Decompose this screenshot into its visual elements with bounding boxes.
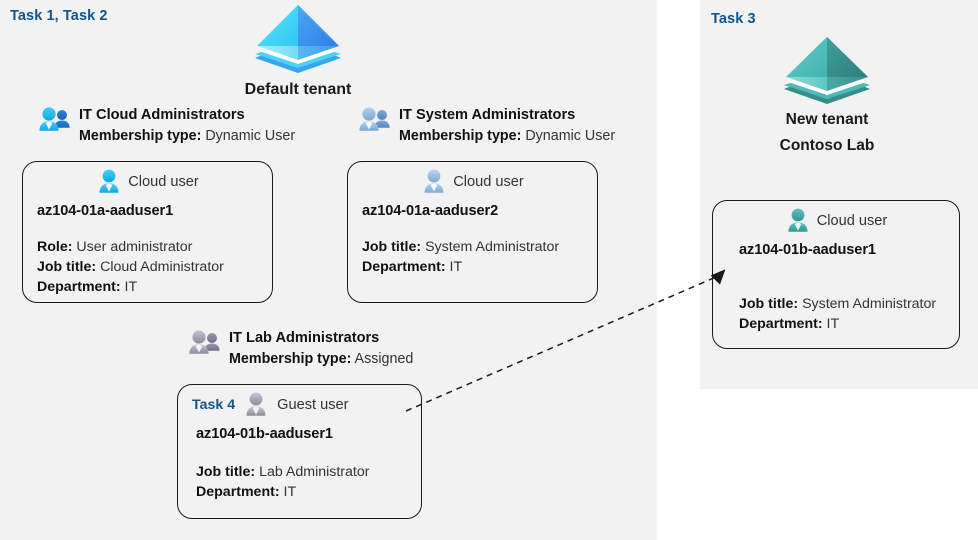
property-value: Lab Administrator xyxy=(259,464,370,480)
task-label-1-2: Task 1, Task 2 xyxy=(10,8,108,24)
card-property-row: Job title: System Administrator xyxy=(362,237,597,257)
new-tenant-name-line2: Contoso Lab xyxy=(779,137,875,155)
users-group-icon xyxy=(188,329,222,359)
card-property-row: Job title: Lab Administrator xyxy=(196,462,421,482)
user-card-az104-01b-aaduser1-guest: Task 4 Guest user az104-01b-aaduser1 Job… xyxy=(177,384,422,519)
group-meta-value: Dynamic User xyxy=(525,128,616,145)
users-group-icon xyxy=(358,106,392,136)
group-meta-label: Membership type: xyxy=(79,128,202,145)
property-label: Job title: xyxy=(739,296,799,312)
group-membership-type: Membership type: Assigned xyxy=(229,350,413,369)
group-title: IT Lab Administrators xyxy=(229,330,380,346)
property-value: System Administrator xyxy=(425,239,560,255)
property-label: Department: xyxy=(37,279,121,296)
user-card-az104-01a-aaduser2: Cloud user az104-01a-aaduser2 Job title:… xyxy=(347,161,598,303)
default-tenant-panel xyxy=(0,0,657,540)
card-user-name: az104-01b-aaduser1 xyxy=(739,242,876,258)
property-label: Department: xyxy=(739,316,823,333)
property-label: Department: xyxy=(196,484,280,501)
group-membership-type: Membership type: Dynamic User xyxy=(399,127,615,146)
new-tenant-name-line1: New tenant xyxy=(785,111,869,128)
card-property-row: Role: User administrator xyxy=(37,237,272,257)
card-property-row: Department: IT xyxy=(362,257,597,277)
property-label: Department: xyxy=(362,259,446,276)
cloud-user-icon xyxy=(96,168,122,196)
card-user-type: Cloud user xyxy=(453,174,524,190)
group-membership-type: Membership type: Dynamic User xyxy=(79,127,295,146)
property-value: IT xyxy=(449,259,463,276)
card-property-row: Department: IT xyxy=(196,482,421,502)
card-user-name: az104-01a-aaduser2 xyxy=(362,203,499,219)
group-it-cloud-administrators: IT Cloud Administrators Membership type:… xyxy=(38,106,295,146)
guest-user-icon xyxy=(243,391,269,419)
property-label: Role: xyxy=(37,239,73,255)
card-user-name: az104-01a-aaduser1 xyxy=(37,203,174,219)
azure-ad-tenant-icon xyxy=(233,2,363,74)
card-header: Cloud user xyxy=(23,162,272,196)
card-header: Cloud user xyxy=(713,201,959,235)
group-meta-label: Membership type: xyxy=(399,128,522,145)
card-properties: Role: User administrator Job title: Clou… xyxy=(23,237,272,297)
group-it-lab-administrators: IT Lab Administrators Membership type: A… xyxy=(188,329,413,369)
card-property-row: Department: IT xyxy=(37,277,272,297)
card-properties: Job title: Lab Administrator Department:… xyxy=(178,462,421,502)
property-label: Job title: xyxy=(362,239,422,255)
cloud-user-icon xyxy=(785,207,811,235)
default-tenant-block: Default tenant xyxy=(233,2,363,101)
card-header: Task 4 Guest user xyxy=(178,385,421,419)
property-label: Job title: xyxy=(196,464,256,480)
card-property-row: Department: IT xyxy=(739,314,959,334)
property-value: System Administrator xyxy=(802,296,937,312)
card-user-name: az104-01b-aaduser1 xyxy=(196,426,333,442)
card-user-type: Guest user xyxy=(277,397,349,413)
card-properties: Job title: System Administrator Departme… xyxy=(348,237,597,277)
property-label: Job title: xyxy=(37,259,97,276)
card-user-type: Cloud user xyxy=(816,213,888,229)
group-meta-label: Membership type: xyxy=(229,351,352,368)
group-title: IT System Administrators xyxy=(399,107,576,123)
azure-ad-tenant-icon xyxy=(762,35,892,105)
property-value: Cloud Administrator xyxy=(100,259,224,276)
card-properties: Job title: System Administrator Departme… xyxy=(713,294,959,334)
cloud-user-icon xyxy=(421,168,447,196)
card-property-row: Job title: System Administrator xyxy=(739,294,959,314)
group-it-system-administrators: IT System Administrators Membership type… xyxy=(358,106,615,146)
property-value: IT xyxy=(124,279,138,296)
card-header: Cloud user xyxy=(348,162,597,196)
group-meta-value: Assigned xyxy=(354,351,414,368)
property-value: IT xyxy=(826,316,840,333)
task-label-3: Task 3 xyxy=(711,11,756,27)
property-value: IT xyxy=(283,484,297,501)
task-label-4: Task 4 xyxy=(192,397,236,413)
group-title: IT Cloud Administrators xyxy=(79,107,245,123)
new-tenant-block: New tenant Contoso Lab xyxy=(762,35,892,158)
property-value: User administrator xyxy=(76,239,193,255)
group-meta-value: Dynamic User xyxy=(205,128,296,145)
default-tenant-name: Default tenant xyxy=(244,81,352,98)
user-card-az104-01a-aaduser1: Cloud user az104-01a-aaduser1 Role: User… xyxy=(22,161,273,303)
users-group-icon xyxy=(38,106,72,136)
user-card-az104-01b-aaduser1-new-tenant: Cloud user az104-01b-aaduser1 Job title:… xyxy=(712,200,960,349)
card-property-row: Job title: Cloud Administrator xyxy=(37,257,272,277)
card-user-type: Cloud user xyxy=(128,174,199,190)
